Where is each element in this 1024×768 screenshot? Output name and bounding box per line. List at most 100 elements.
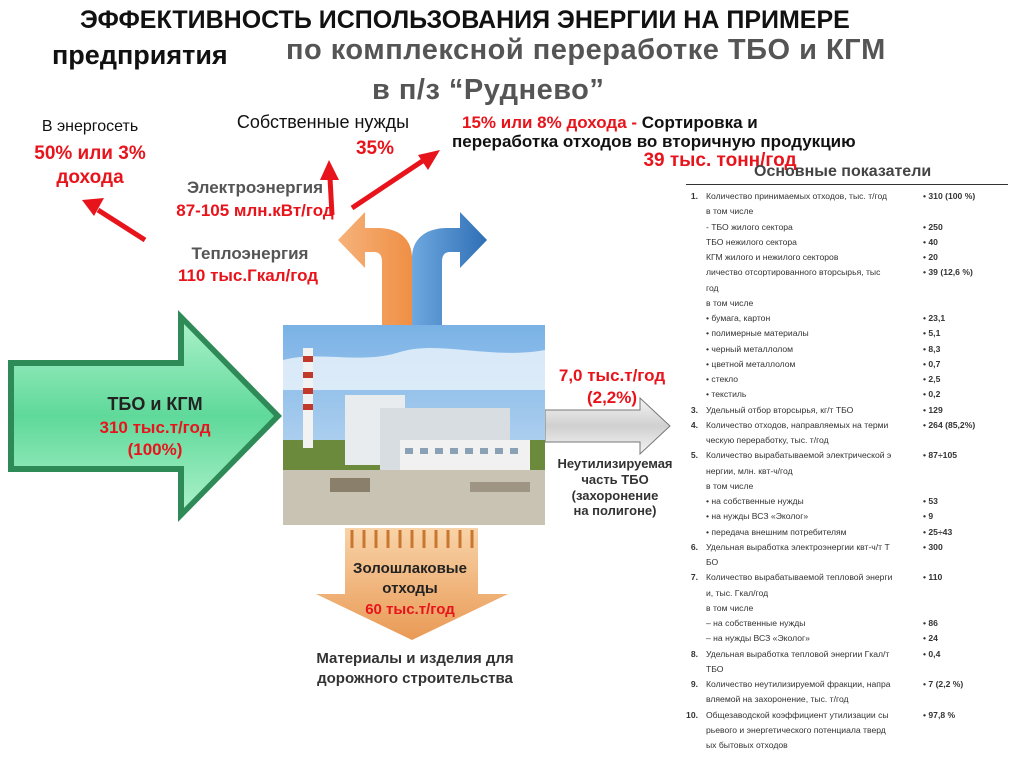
table-row: в том числе	[680, 206, 1020, 221]
table-row: • черный металлолом • 8,3	[680, 344, 1020, 359]
table-row: 6.Удельная выработка электроэнергии квт-…	[680, 542, 1020, 557]
table-row: • цветной металлолом • 0,7	[680, 359, 1020, 374]
row-number: 4.	[690, 419, 698, 430]
row-value: • 25÷43	[923, 526, 953, 537]
row-number: 3.	[690, 404, 698, 415]
ash-label-line1: Золошлаковые	[353, 560, 467, 577]
indicators-table: 1.Количество принимаемых отходов, тыс. т…	[680, 191, 1020, 755]
row-text: • черный металлолом	[706, 343, 794, 354]
row-text: • бумага, картон	[706, 313, 771, 323]
row-value: • 8,3	[923, 343, 941, 354]
row-text: Количество отходов, направляемых на терм…	[706, 419, 889, 430]
row-text: и, тыс. Гкал/год	[706, 587, 769, 598]
row-text: • текстиль	[706, 389, 747, 400]
input-arrow	[8, 310, 282, 522]
table-row: – на собственные нужды • 86	[680, 618, 1020, 633]
own-needs-flow-arrow	[338, 212, 412, 325]
table-row: - ТБО жилого сектора• 250	[680, 222, 1020, 237]
table-row: вляемой на захоронение, тыс. т/год	[680, 694, 1020, 709]
title-line-1: ЭФФЕКТИВНОСТЬ ИСПОЛЬЗОВАНИЯ ЭНЕРГИИ НА П…	[80, 6, 850, 34]
row-text: Удельная выработка тепловой энергии Гкал…	[706, 648, 890, 659]
indicators-divider	[686, 184, 1008, 185]
row-value: • 0,2	[923, 389, 941, 400]
table-row: в том числе	[680, 298, 1020, 313]
row-text: Количество вырабатываемой электрической …	[706, 450, 892, 461]
row-text: КГМ жилого и нежилого секторов	[706, 252, 839, 262]
materials-label-line2: дорожного строительства	[317, 670, 513, 687]
row-value: • 86	[923, 618, 938, 628]
residue-percent: (2,2%)	[586, 388, 638, 407]
table-row: ческую переработку, тыс. т/год	[680, 435, 1020, 450]
row-number: 9.	[690, 679, 698, 689]
table-row: в том числе	[680, 481, 1020, 496]
materials-label-line1: Материалы и изделия для	[316, 650, 514, 667]
row-text: – на собственные нужды	[706, 618, 806, 628]
row-value: • 0,4	[923, 648, 941, 659]
table-row: и, тыс. Гкал/год	[680, 588, 1020, 603]
row-value: • 39 (12,6 %)	[923, 267, 973, 278]
row-text: Удельный отбор вторсырья, кг/т ТБО	[706, 404, 854, 415]
electricity-label: Электроэнергия	[186, 178, 324, 197]
row-text: ТБО	[706, 663, 724, 674]
row-value: • 24	[923, 633, 938, 644]
residue-label-line4: на полигоне)	[573, 503, 657, 518]
row-text: рьевого и энергетического потенциала тве…	[706, 724, 886, 735]
table-row: в том числе	[680, 603, 1020, 618]
residue-label-line1: Неутилизируемая	[557, 456, 673, 471]
table-row: • стекло• 2,5	[680, 374, 1020, 389]
red-arrow-to-sorting	[350, 150, 440, 211]
table-row: 10.Общезаводской коэффициент утилизации …	[680, 710, 1020, 725]
row-value: • 23,1	[923, 313, 946, 323]
grid-flow-value-line1: 50% или 3%	[34, 143, 146, 164]
row-text: • на нужды ВСЗ «Эколог»	[706, 511, 809, 522]
row-number: 1.	[690, 191, 698, 201]
table-row: 8. Удельная выработка тепловой энергии Гк…	[680, 649, 1020, 664]
title-line-2: предприятия	[52, 40, 228, 70]
grid-flow-arrow	[412, 212, 487, 325]
title-line-3: по комплексной переработке ТБО и КГМ	[286, 34, 886, 66]
row-text: • цветной металлолом	[706, 358, 796, 369]
heat-value: 110 тыс.Гкал/год	[177, 266, 319, 285]
red-arrow-to-own-needs	[320, 160, 339, 216]
row-text: ческую переработку, тыс. т/год	[706, 435, 829, 445]
table-row: личество отсортированного вторсырья, тыс…	[680, 267, 1020, 282]
row-value: • 0,7	[923, 358, 941, 369]
ash-label-line2: отходы	[382, 580, 438, 597]
plant-photo	[283, 325, 545, 525]
row-value: • 40	[923, 236, 938, 247]
row-text: – на нужды ВСЗ «Эколог»	[706, 633, 810, 644]
sorting-line-2: переработка отходов во вторичную продукц…	[452, 132, 856, 151]
table-row: 9.Количество неутилизируемой фракции, на…	[680, 679, 1020, 694]
table-row: 1.Количество принимаемых отходов, тыс. т…	[680, 191, 1020, 206]
row-number: 6.	[690, 541, 698, 552]
residue-label-line2: часть ТБО	[581, 472, 649, 487]
red-arrow-to-grid	[82, 198, 147, 243]
row-number: 7.	[690, 572, 698, 583]
row-text: нергии, млн. квт-ч/год	[706, 465, 793, 476]
row-text: вляемой на захоронение, тыс. т/год	[706, 694, 849, 705]
grid-flow-label: В энергосеть	[41, 118, 139, 135]
row-value: • 264 (85,2%)	[923, 419, 976, 430]
table-row: БО	[680, 557, 1020, 572]
table-row: КГМ жилого и нежилого секторов• 20	[680, 252, 1020, 267]
residue-volume: 7,0 тыс.т/год	[558, 366, 666, 385]
input-label: ТБО и КГМ	[107, 394, 203, 414]
residue-label-line3: (захоронение	[571, 488, 659, 503]
sorting-income-highlight: 15% или 8% дохода -	[462, 113, 638, 132]
table-row: • бумага, картон • 23,1	[680, 313, 1020, 328]
table-row: ых бытовых отходов	[680, 740, 1020, 755]
sorting-label: Сортировка и	[641, 113, 758, 132]
table-row: • текстиль • 0,2	[680, 389, 1020, 404]
row-text: ых бытовых отходов	[706, 740, 788, 750]
row-number: 8.	[690, 648, 698, 659]
title-line-4: в п/з “Руднево”	[372, 74, 605, 106]
input-percent: (100%)	[127, 440, 183, 459]
table-row: год	[680, 283, 1020, 298]
heat-label: Теплоэнергия	[191, 244, 309, 263]
table-row: 4. Количество отходов, направляемых на те…	[680, 420, 1020, 435]
table-row: 5.Количество вырабатываемой электрическо…	[680, 450, 1020, 465]
table-row: • полимерные материалы• 5,1	[680, 328, 1020, 343]
residue-arrow	[544, 396, 671, 456]
row-text: Общезаводской коэффициент утилизации сы	[706, 709, 889, 720]
